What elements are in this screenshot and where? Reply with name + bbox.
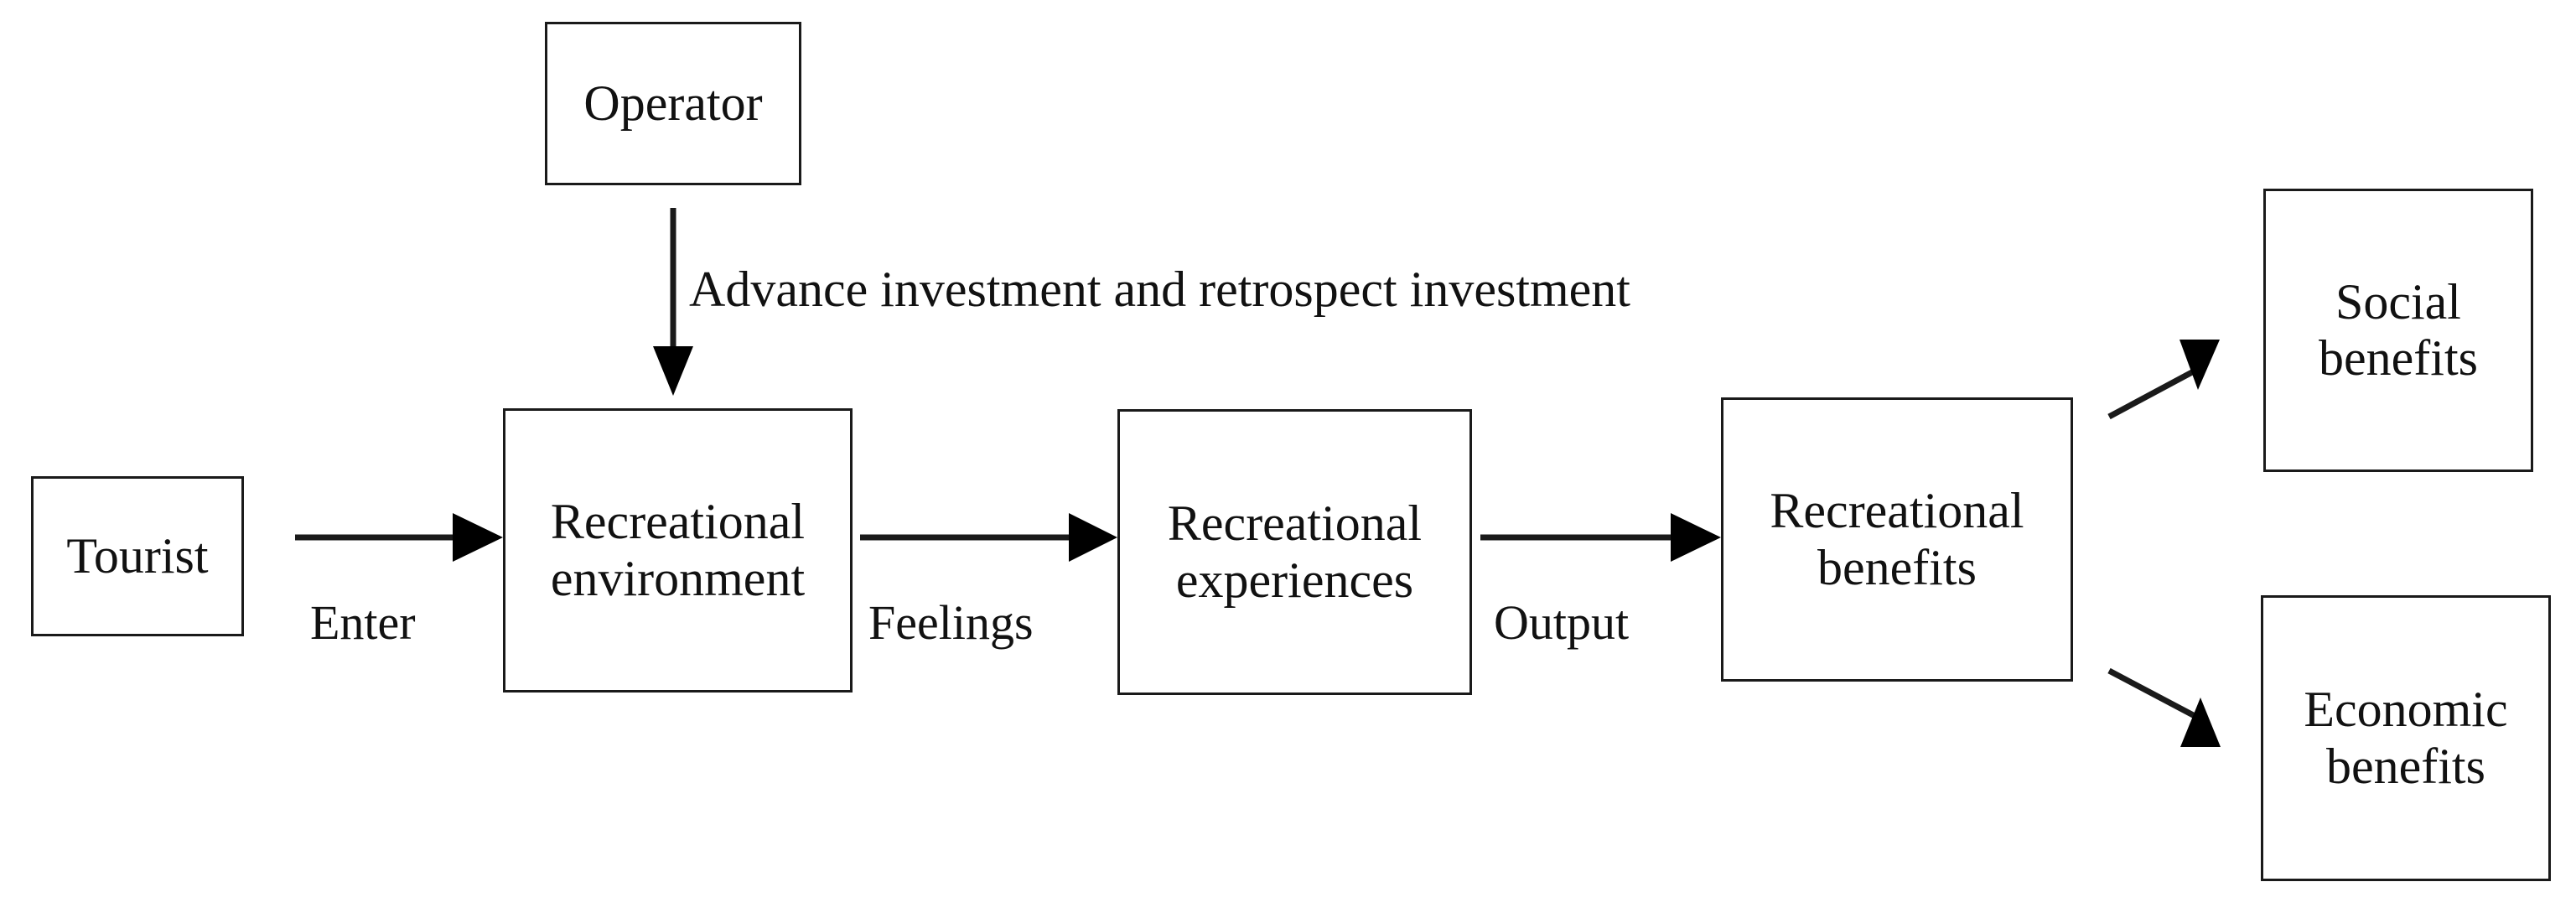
node-tourist-label: Tourist [66, 527, 209, 584]
node-recreational-experiences-label: Recreational experiences [1167, 495, 1423, 608]
edge-benefits-to-economic [2107, 667, 2221, 747]
edge-environment-to-experiences [860, 513, 1117, 562]
edge-label-output: Output [1494, 595, 1630, 650]
edge-benefits-to-social [2107, 340, 2220, 420]
node-recreational-benefits-label: Recreational benefits [1770, 483, 2024, 595]
edge-operator-to-environment [653, 208, 693, 396]
node-recreational-environment[interactable]: Recreational environment [503, 408, 853, 693]
node-social-benefits[interactable]: Social benefits [2263, 189, 2533, 472]
node-recreational-benefits[interactable]: Recreational benefits [1721, 397, 2073, 682]
edge-experiences-to-benefits [1480, 513, 1721, 562]
node-social-benefits-label: Social benefits [2319, 273, 2478, 386]
edge-label-enter: Enter [310, 595, 416, 650]
node-economic-benefits-label: Economic benefits [2304, 682, 2508, 794]
edge-label-feelings: Feelings [868, 595, 1034, 650]
node-recreational-experiences[interactable]: Recreational experiences [1117, 409, 1472, 695]
node-tourist[interactable]: Tourist [31, 476, 244, 636]
edge-label-investment: Advance investment and retrospect invest… [689, 262, 1630, 317]
node-operator[interactable]: Operator [545, 22, 801, 185]
edge-tourist-to-environment [295, 513, 503, 562]
node-operator-label: Operator [583, 75, 763, 131]
node-economic-benefits[interactable]: Economic benefits [2261, 595, 2551, 881]
node-recreational-environment-label: Recreational environment [550, 494, 806, 606]
